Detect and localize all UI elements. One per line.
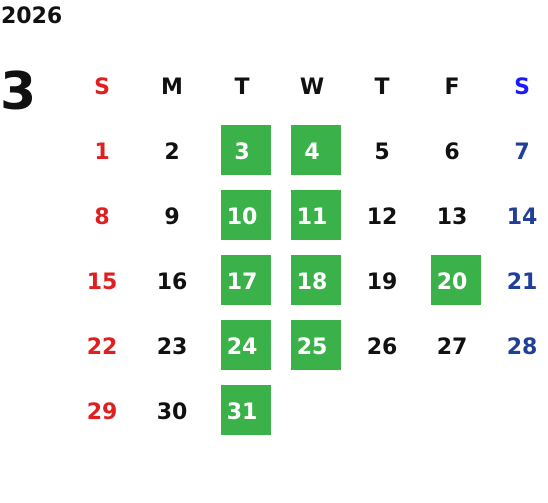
year-label: 2026 — [1, 4, 63, 29]
day-cell-empty — [487, 380, 548, 445]
day-cell: 6 — [417, 120, 487, 185]
weekday-header-fri: F — [444, 75, 460, 100]
day-cell: 15 — [67, 250, 137, 315]
day-cell: 27 — [417, 315, 487, 380]
day-cell: 29 — [67, 380, 137, 445]
day-highlight — [221, 125, 271, 175]
day-highlight — [291, 320, 341, 370]
day-cell: 4 — [277, 120, 347, 185]
day-highlight — [291, 255, 341, 305]
weekday-header-tue: T — [234, 75, 250, 100]
day-number: 3 — [234, 140, 250, 165]
day-number: 12 — [366, 205, 398, 230]
day-number: 13 — [436, 205, 468, 230]
month-number: 3 — [0, 62, 37, 122]
day-cell: 20 — [417, 250, 487, 315]
day-number: 18 — [296, 270, 328, 295]
day-number: 30 — [156, 400, 188, 425]
day-number: 8 — [94, 205, 110, 230]
day-cell: 7 — [487, 120, 548, 185]
day-number: 17 — [226, 270, 258, 295]
day-highlight — [291, 125, 341, 175]
day-number: 15 — [86, 270, 118, 295]
day-number: 28 — [506, 335, 538, 360]
weekday-header-wed: W — [299, 75, 325, 100]
day-number: 22 — [86, 335, 118, 360]
day-cell: 12 — [347, 185, 417, 250]
day-number: 2 — [164, 140, 180, 165]
day-cell-empty — [347, 380, 417, 445]
day-number: 9 — [164, 205, 180, 230]
day-cell: 21 — [487, 250, 548, 315]
day-cell: 5 — [347, 120, 417, 185]
day-cell-empty — [277, 380, 347, 445]
day-number: 16 — [156, 270, 188, 295]
day-number: 5 — [374, 140, 390, 165]
day-cell: 13 — [417, 185, 487, 250]
day-number: 19 — [366, 270, 398, 295]
day-highlight — [221, 190, 271, 240]
day-number: 20 — [436, 270, 468, 295]
day-cell: 2 — [137, 120, 207, 185]
day-highlight — [291, 190, 341, 240]
day-cell: 14 — [487, 185, 548, 250]
day-cell: 10 — [207, 185, 277, 250]
day-cell: 9 — [137, 185, 207, 250]
day-number: 26 — [366, 335, 398, 360]
day-cell: 17 — [207, 250, 277, 315]
day-cell: 30 — [137, 380, 207, 445]
day-number: 1 — [94, 140, 110, 165]
day-cell: 11 — [277, 185, 347, 250]
day-cell: 28 — [487, 315, 548, 380]
day-number: 4 — [304, 140, 320, 165]
weekday-header-mon: M — [161, 75, 183, 100]
day-cell: 18 — [277, 250, 347, 315]
day-number: 27 — [436, 335, 468, 360]
day-highlight — [221, 255, 271, 305]
day-highlight — [221, 320, 271, 370]
weekday-header-sun: S — [94, 75, 110, 100]
day-number: 7 — [514, 140, 530, 165]
day-number: 24 — [226, 335, 258, 360]
day-number: 29 — [86, 400, 118, 425]
weekday-header-sat: S — [514, 75, 530, 100]
day-cell: 8 — [67, 185, 137, 250]
day-cell: 16 — [137, 250, 207, 315]
weekday-header-thu: T — [374, 75, 390, 100]
day-cell: 25 — [277, 315, 347, 380]
day-highlight — [221, 385, 271, 435]
day-cell: 22 — [67, 315, 137, 380]
day-number: 10 — [226, 205, 258, 230]
calendar-grid: S M T W T F S 1 2 3 4 5 6 7 8 9 10 11 12… — [67, 55, 548, 445]
day-number: 11 — [296, 205, 328, 230]
day-number: 31 — [226, 400, 258, 425]
day-number: 25 — [296, 335, 328, 360]
day-cell: 24 — [207, 315, 277, 380]
day-cell: 26 — [347, 315, 417, 380]
day-highlight — [431, 255, 481, 305]
day-cell: 3 — [207, 120, 277, 185]
day-cell: 23 — [137, 315, 207, 380]
day-cell: 1 — [67, 120, 137, 185]
day-number: 21 — [506, 270, 538, 295]
day-cell-empty — [417, 380, 487, 445]
day-number: 6 — [444, 140, 460, 165]
day-number: 14 — [506, 205, 538, 230]
day-cell: 31 — [207, 380, 277, 445]
day-cell: 19 — [347, 250, 417, 315]
day-number: 23 — [156, 335, 188, 360]
